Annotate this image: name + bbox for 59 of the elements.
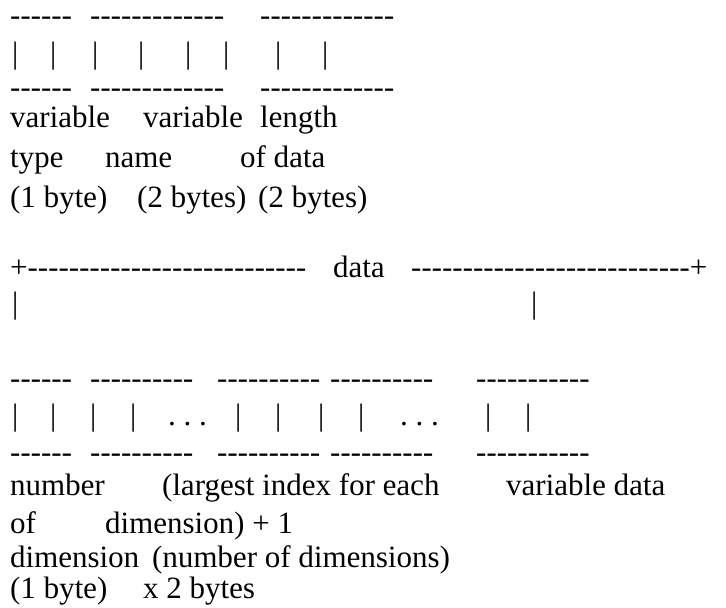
field-label: of <box>10 507 36 539</box>
ascii-border: ---------- <box>330 362 434 394</box>
ascii-border: | <box>12 287 18 319</box>
ascii-border: | <box>525 399 532 431</box>
field-label: variable <box>10 101 110 133</box>
ascii-border: ---------- <box>217 436 320 468</box>
field-label: variable data <box>506 469 666 501</box>
ascii-border: | <box>90 399 96 431</box>
field-label: of data <box>240 141 326 173</box>
ascii-border: | <box>50 399 56 431</box>
field-label: (number of dimensions) <box>152 541 450 573</box>
field-label: number <box>10 469 105 501</box>
ascii-border: ------------- <box>260 0 394 31</box>
field-label: length <box>260 101 338 133</box>
ascii-border: ---------- <box>90 436 194 468</box>
field-label: variable <box>143 101 243 133</box>
ascii-border: | <box>358 399 364 431</box>
ascii-border: | <box>485 399 492 431</box>
field-label: (1 byte) <box>10 572 108 604</box>
ascii-border: | <box>12 37 18 69</box>
ascii-border: ------------- <box>260 71 394 103</box>
ascii-border: ------ <box>10 71 72 103</box>
ascii-border: ------ <box>10 436 72 468</box>
field-label: data <box>333 251 385 283</box>
field-label: (1 byte) <box>10 181 108 213</box>
field-label: type <box>10 141 64 173</box>
field-label: dimension) + 1 <box>105 507 293 539</box>
ascii-border: ------------- <box>90 71 224 103</box>
field-label: (largest index for each <box>162 469 440 501</box>
ascii-border: ------ <box>10 0 72 31</box>
ascii-border: | <box>12 399 18 431</box>
ascii-border: ------ <box>10 362 72 394</box>
ascii-border: | <box>185 37 192 69</box>
ascii-border: ---------------------------+ <box>411 251 708 283</box>
field-label: dimension <box>10 541 140 573</box>
ascii-border: | <box>235 399 242 431</box>
ascii-border: ----------- <box>476 436 590 468</box>
field-label: (2 bytes) <box>137 181 246 213</box>
ascii-border: ---------- <box>90 362 194 394</box>
ascii-border: | <box>322 37 328 69</box>
ascii-border: +--------------------------- <box>10 251 306 283</box>
ascii-border: ---------- <box>217 362 320 394</box>
ellipsis: . . . <box>400 399 439 431</box>
ascii-border: | <box>138 37 144 69</box>
field-label: (2 bytes) <box>258 181 368 213</box>
ascii-border: ----------- <box>476 362 590 394</box>
field-label: name <box>105 141 172 173</box>
ascii-border: ---------- <box>330 436 434 468</box>
ascii-border: | <box>50 37 56 69</box>
ascii-border: ------------- <box>90 0 224 31</box>
ascii-border: | <box>275 37 282 69</box>
ascii-border: | <box>92 37 98 69</box>
ascii-border: | <box>130 399 136 431</box>
ascii-border: | <box>531 287 538 319</box>
ellipsis: . . . <box>168 399 207 431</box>
ascii-border: | <box>275 399 282 431</box>
field-label: x 2 bytes <box>143 572 255 604</box>
ascii-border: | <box>318 399 324 431</box>
ascii-border: | <box>223 37 230 69</box>
